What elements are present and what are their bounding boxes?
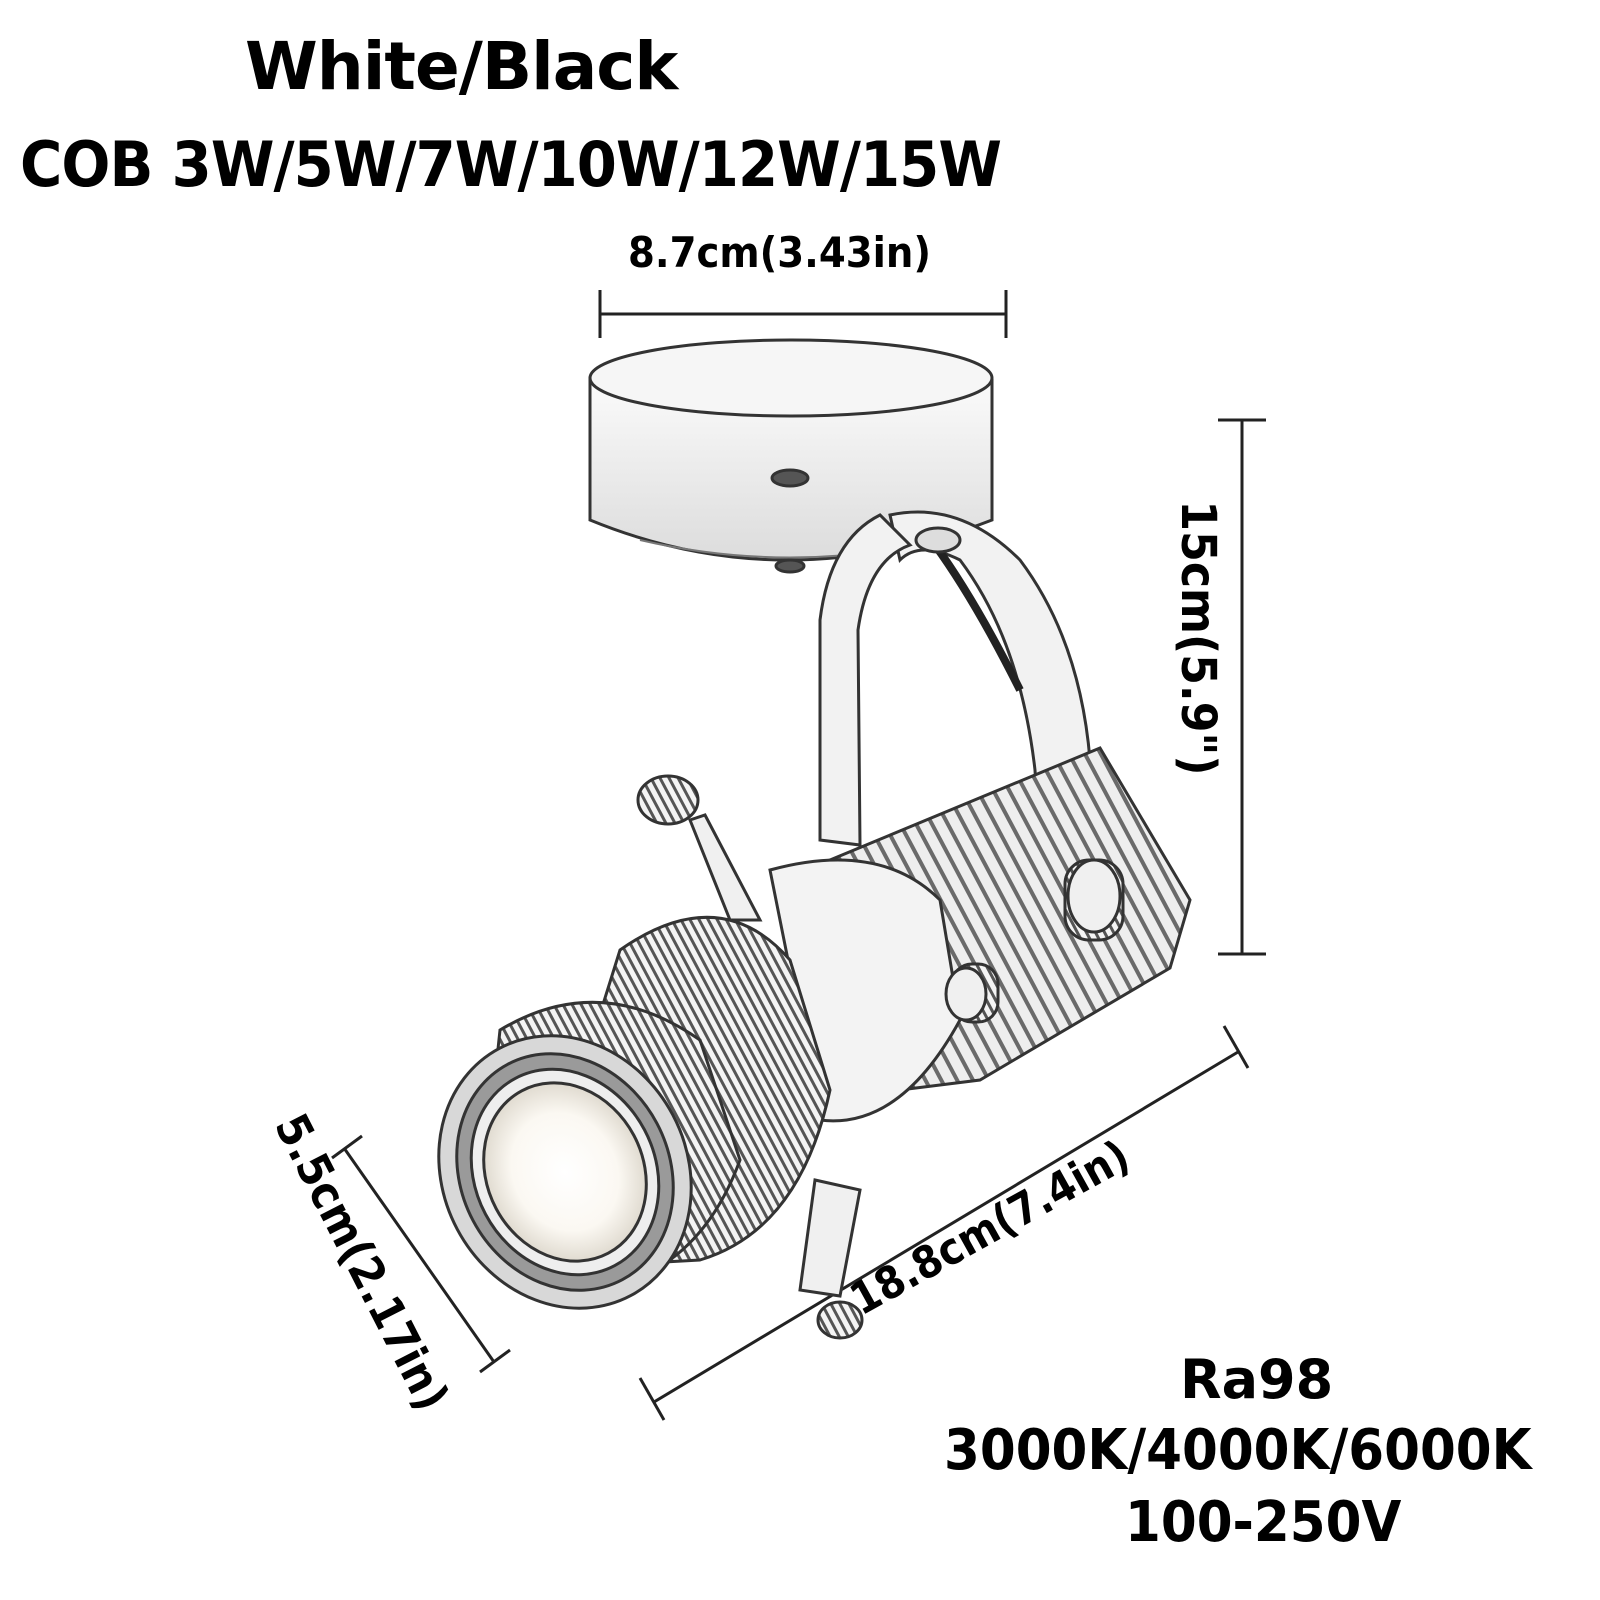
ceiling-base bbox=[588, 338, 994, 574]
power-options-title: COB 3W/5W/7W/10W/12W/15W bbox=[20, 128, 1002, 201]
adjustment-knobs bbox=[636, 774, 1125, 1340]
color-temperature-spec: 3000K/4000K/6000K bbox=[944, 1418, 1532, 1483]
cri-spec: Ra98 bbox=[1180, 1348, 1334, 1411]
color-option-title: White/Black bbox=[245, 28, 678, 105]
dimension-lines bbox=[331, 290, 1266, 1421]
voltage-spec: 100-250V bbox=[1125, 1490, 1402, 1555]
lens-dimension-line bbox=[342, 1147, 496, 1363]
height-dimension-label: 15cm(5.9") bbox=[1170, 500, 1226, 776]
width-dimension-label: 8.7cm(3.43in) bbox=[628, 228, 932, 277]
lens-face bbox=[437, 1034, 693, 1310]
length-dimension-line bbox=[653, 1050, 1239, 1404]
